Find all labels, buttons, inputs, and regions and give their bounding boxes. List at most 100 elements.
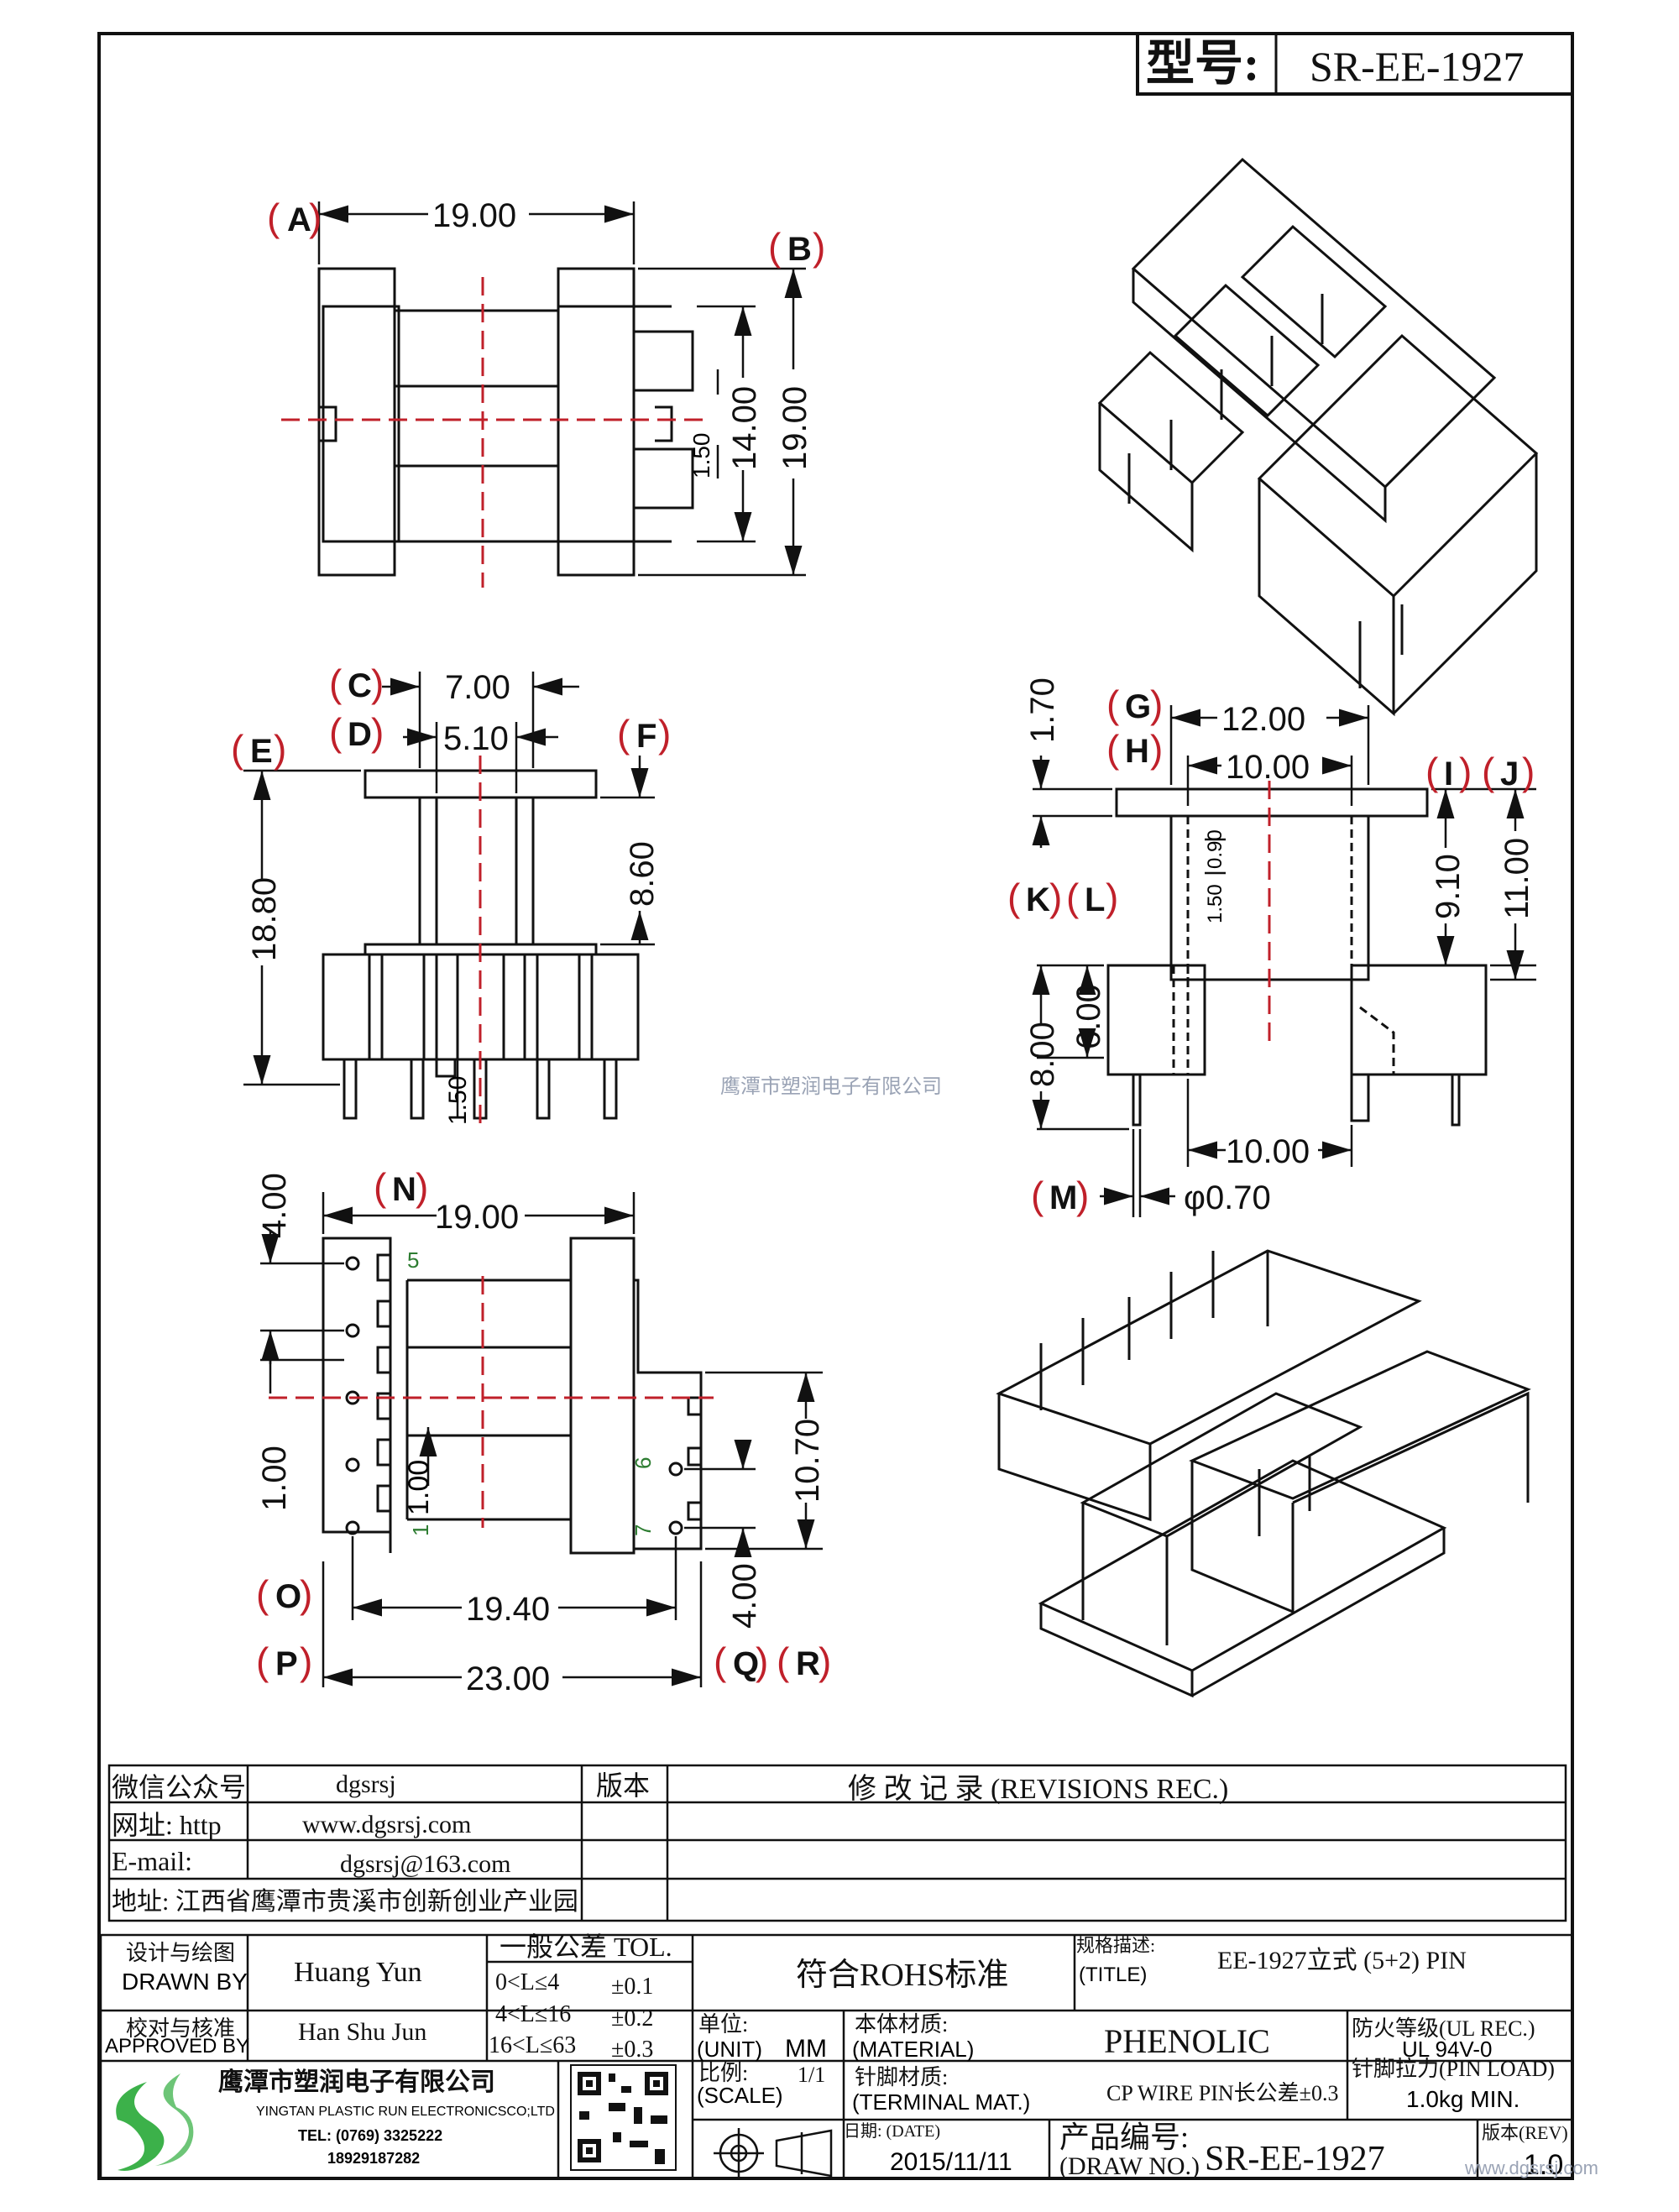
svg-text:(: ( (329, 662, 343, 705)
dim-side-09: 0.90 (1204, 829, 1227, 869)
wechat-label: 微信公众号 (112, 1772, 246, 1802)
company-en: YINGTAN PLASTIC RUN ELECTRONICSCO;LTD (256, 2105, 555, 2119)
svg-text:G: G (1125, 688, 1151, 725)
dim-front-51: 5.10 (443, 720, 509, 757)
svg-text:): ) (1106, 876, 1118, 919)
unit-en: (UNIT) (697, 2037, 762, 2062)
svg-text:(: ( (267, 196, 280, 239)
email-value[interactable]: dgsrsj@163.com (340, 1850, 510, 1878)
dim-top-outer: 19.00 (777, 386, 813, 470)
label-c: (C) (329, 662, 384, 705)
bottom-view (322, 1237, 703, 1555)
contact-table (107, 1764, 1567, 1922)
drawno-en: (DRAW NO.) (1059, 2152, 1200, 2180)
svg-text:): ) (813, 225, 825, 269)
svg-text:): ) (1150, 682, 1163, 726)
svg-text:): ) (300, 1639, 312, 1683)
dim-side-15: 1.50 (1204, 884, 1227, 923)
svg-text:H: H (1125, 733, 1149, 770)
dim-bottom-1: 1.00 (256, 1446, 293, 1511)
pin-load-value: 1.0kg MIN. (1406, 2086, 1519, 2112)
tol-value-0: ±0.1 (611, 1974, 653, 2000)
svg-text:L: L (1085, 881, 1105, 918)
material-en: (MATERIAL) (852, 2037, 974, 2062)
tol-range-0: 0<L≤4 (495, 1969, 559, 1995)
label-f: (F) (617, 712, 671, 756)
label-n: (N) (374, 1165, 428, 1209)
label-e: (E) (231, 727, 286, 771)
svg-text:): ) (1522, 750, 1535, 793)
dim-top-width: 19.00 (432, 197, 516, 234)
svg-text:(: ( (768, 225, 782, 269)
unit-cn: 单位: (698, 2012, 748, 2037)
qr-code (570, 2064, 677, 2171)
dim-top-inner: 14.00 (726, 386, 763, 470)
fire-value: UL 94V-0 (1402, 2037, 1492, 2062)
pin-load-cn: 针脚拉力(PIN LOAD) (1352, 2057, 1555, 2081)
label-r: (R) (777, 1639, 831, 1683)
terminal-value: CP WIRE PIN长公差±0.3 (1106, 2081, 1338, 2105)
svg-text:(: ( (714, 1639, 727, 1683)
terminal-cn: 针脚材质: (855, 2065, 948, 2089)
iso-view-bottom (996, 1249, 1531, 1698)
svg-text:): ) (658, 712, 671, 756)
svg-text:O: O (275, 1578, 301, 1615)
rev-value: 1.0 (1524, 2149, 1563, 2181)
svg-text:(: ( (1482, 750, 1495, 793)
web-label: 网址: http (112, 1810, 222, 1840)
dim-side-12: 12.00 (1221, 701, 1305, 738)
svg-text:(: ( (1106, 682, 1120, 726)
side-dims (1032, 705, 1536, 1217)
approved-cn: 校对与核准 (126, 2016, 235, 2041)
label-b: ( B ) (768, 225, 825, 269)
svg-text:F: F (636, 718, 656, 755)
dim-side-b10: 10.00 (1226, 1133, 1310, 1170)
svg-text:(: ( (1007, 876, 1021, 919)
address: 地址: 江西省鹰潭市贵溪市创新创业产业园 (112, 1888, 578, 1916)
email-label: E-mail: (112, 1846, 192, 1876)
label-a: ( A ) (267, 196, 322, 239)
title-block (99, 1933, 1574, 2180)
svg-text:(: ( (231, 727, 244, 771)
label-o: (O) (256, 1572, 312, 1616)
svg-text:K: K (1026, 881, 1050, 918)
label-l: (L) (1066, 876, 1118, 919)
company-mobile: 18929187282 (327, 2150, 420, 2167)
material-cn: 本体材质: (855, 2012, 948, 2037)
bottom-dims (260, 1192, 823, 1687)
svg-text:J: J (1500, 756, 1519, 792)
approved-value: Han Shu Jun (298, 2018, 426, 2046)
front-dims (243, 672, 655, 1116)
dim-bottom-inner1: 1.00 (403, 1460, 435, 1515)
date-cn: 日期: (DATE) (844, 2122, 940, 2141)
dim-bottom-4b: 4.00 (726, 1563, 763, 1629)
projection-symbol (714, 2128, 833, 2178)
svg-text:N: N (392, 1171, 416, 1208)
label-p: (P) (256, 1639, 312, 1683)
label-g: (G) (1106, 682, 1163, 726)
svg-text:P: P (275, 1645, 298, 1682)
iso-view-top (1097, 157, 1539, 717)
svg-text:(: ( (1066, 876, 1080, 919)
pin-num-5: 5 (407, 1247, 419, 1273)
web-value[interactable]: www.dgsrsj.com (302, 1811, 471, 1838)
label-m: (M) (1031, 1174, 1089, 1217)
dim-bottom-4: 4.00 (256, 1173, 293, 1238)
company-tel: TEL: (0769) 3325222 (298, 2127, 442, 2144)
date-value: 2015/11/11 (890, 2148, 1012, 2176)
svg-text:M: M (1049, 1179, 1077, 1216)
svg-text:B: B (787, 231, 812, 268)
svg-text:(: ( (617, 712, 630, 756)
drawn-value: Huang Yun (294, 1957, 422, 1988)
pin-num-6: 6 (630, 1457, 656, 1469)
model-value: SR-EE-1927 (1310, 43, 1525, 90)
dim-front-86: 8.60 (624, 841, 661, 907)
dim-side-11: 11.00 (1499, 838, 1535, 919)
label-i: (I) (1425, 750, 1472, 793)
rev-label: 版本(REV) (1482, 2122, 1568, 2143)
svg-text:I: I (1444, 756, 1453, 792)
svg-text:R: R (796, 1645, 820, 1682)
material-value: PHENOLIC (1104, 2022, 1270, 2060)
dim-front-188: 18.80 (246, 877, 283, 961)
